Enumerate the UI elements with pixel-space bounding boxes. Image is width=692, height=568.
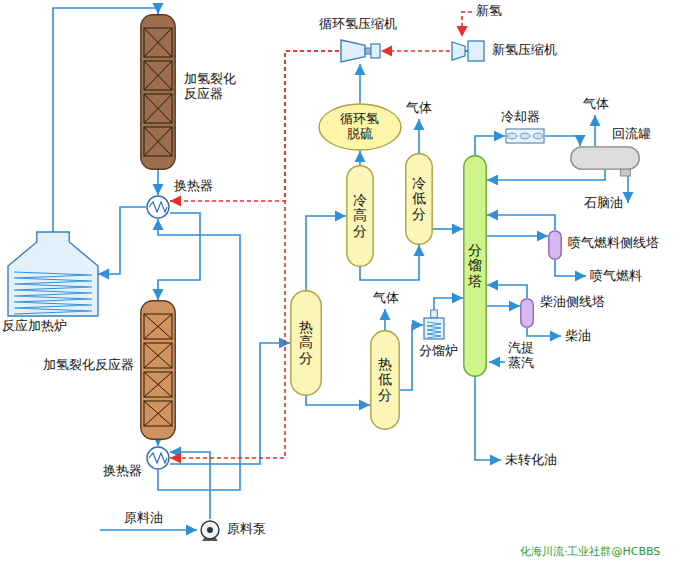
jet-fuel-line	[555, 260, 586, 276]
naphtha-line	[627, 172, 629, 203]
fractionator-furnace-outline	[423, 310, 445, 340]
process-connector	[475, 136, 505, 155]
stream-label: 柴油	[565, 329, 591, 344]
heat-exchanger: 换热器	[146, 446, 170, 470]
process-connector	[434, 298, 463, 310]
makeup-compressor-outline	[450, 39, 486, 63]
process-connector	[170, 452, 210, 519]
node-label: 新氢压缩机	[492, 43, 557, 58]
node-label: 分馏塔	[468, 243, 482, 289]
steam-line	[489, 361, 505, 363]
heat-exchanger-outline	[146, 195, 170, 219]
process-connector	[433, 228, 463, 230]
node-label: 换热器	[103, 464, 142, 479]
gas-line	[384, 309, 386, 330]
separator-vessel: 冷低分	[405, 153, 433, 245]
process-connector	[487, 215, 555, 230]
stream-label: 原料油	[124, 511, 163, 526]
reactor-vessel-outline	[140, 300, 176, 440]
stream-label: 汽提 蒸汽	[508, 341, 537, 371]
process-connector	[487, 305, 520, 307]
stream-label: 气体	[583, 97, 609, 112]
node-label: 原料泵	[227, 522, 266, 537]
desulfurizer: 循环氢 脱硫	[318, 103, 402, 151]
makeup-compressor: 新氢压缩机	[450, 39, 486, 63]
process-connector	[98, 207, 146, 274]
air-cooler-outline	[505, 128, 545, 144]
process-connector	[170, 343, 290, 464]
air-cooler: 冷却器	[505, 128, 545, 144]
bottoms-line	[475, 377, 501, 460]
stream-label: 气体	[406, 101, 432, 116]
node-label: 循环氢压缩机	[319, 17, 397, 32]
node-label: 反应加热炉	[2, 319, 67, 334]
process-connector	[306, 216, 346, 290]
side-stripper: 柴油侧线塔	[520, 298, 534, 328]
node-label: 加氢裂化 反应器	[184, 72, 240, 102]
recycle-compressor-outline	[339, 38, 381, 64]
node-label: 热低分	[378, 357, 392, 403]
heat-exchanger: 换热器	[146, 195, 170, 219]
node-label: 加氢裂化反应器	[43, 358, 134, 373]
reactor-vessel: 加氢裂化反应器	[140, 300, 176, 440]
stream-label: 未转化油	[505, 453, 557, 468]
fractionator-furnace: 分馏炉	[423, 310, 445, 340]
separator-vessel: 热低分	[370, 330, 400, 430]
node-label: 回流罐	[612, 127, 651, 142]
process-connector	[487, 170, 605, 180]
node-label: 换热器	[174, 179, 213, 194]
watermark: 化海川流·工业社群@HCBBS	[520, 546, 660, 559]
process-connector	[359, 151, 361, 165]
process-connector	[158, 213, 200, 300]
diesel-line	[527, 328, 561, 336]
node-label: 冷高分	[353, 193, 367, 239]
stream-label: 石脑油	[584, 196, 623, 211]
process-connector	[359, 64, 361, 103]
process-connector	[306, 396, 370, 405]
gas-line	[594, 115, 596, 146]
reactor-vessel: 加氢裂化 反应器	[140, 14, 176, 170]
recycle-compressor: 循环氢压缩机	[339, 38, 381, 64]
separator-vessel: 热高分	[290, 290, 322, 396]
node-label: 分馏炉	[419, 344, 458, 359]
hydrogen-connector	[170, 51, 339, 201]
process-connector	[157, 440, 159, 446]
process-connector	[487, 235, 548, 237]
hydrogen-connector	[170, 51, 339, 458]
reflux-drum-outline	[570, 146, 640, 170]
node-label: 冷低分	[412, 176, 426, 222]
reaction-furnace-outline	[8, 232, 98, 316]
heat-exchanger-outline	[146, 446, 170, 470]
node-label: 循环氢 脱硫	[339, 112, 382, 142]
stream-label: 喷气燃料	[590, 269, 642, 284]
side-stripper-outline	[548, 230, 562, 260]
node-label: 热高分	[299, 320, 313, 366]
stream-label: 新氢	[476, 4, 502, 19]
node-label: 喷气燃料侧线塔	[568, 236, 659, 251]
separator-vessel: 冷高分	[346, 165, 374, 267]
reactor-vessel-outline	[140, 14, 176, 170]
process-connector	[545, 136, 580, 146]
feed-pump: 原料泵	[199, 519, 221, 541]
process-connector	[487, 285, 527, 298]
feed-line	[100, 529, 197, 531]
side-stripper-outline	[520, 298, 534, 328]
node-label: 冷却器	[501, 110, 540, 125]
reflux-drum: 回流罐	[570, 146, 640, 170]
reaction-furnace: 反应加热炉	[8, 232, 98, 316]
fractionator-tower: 分馏塔	[463, 155, 487, 377]
gas-line	[418, 119, 420, 153]
process-connector	[157, 170, 159, 195]
hydrogen-connector	[381, 50, 450, 52]
side-stripper: 喷气燃料侧线塔	[548, 230, 562, 260]
node-label: 柴油侧线塔	[540, 295, 605, 310]
hydrogen-line	[462, 12, 472, 37]
stream-label: 气体	[373, 291, 399, 306]
feed-pump-outline	[199, 519, 221, 541]
